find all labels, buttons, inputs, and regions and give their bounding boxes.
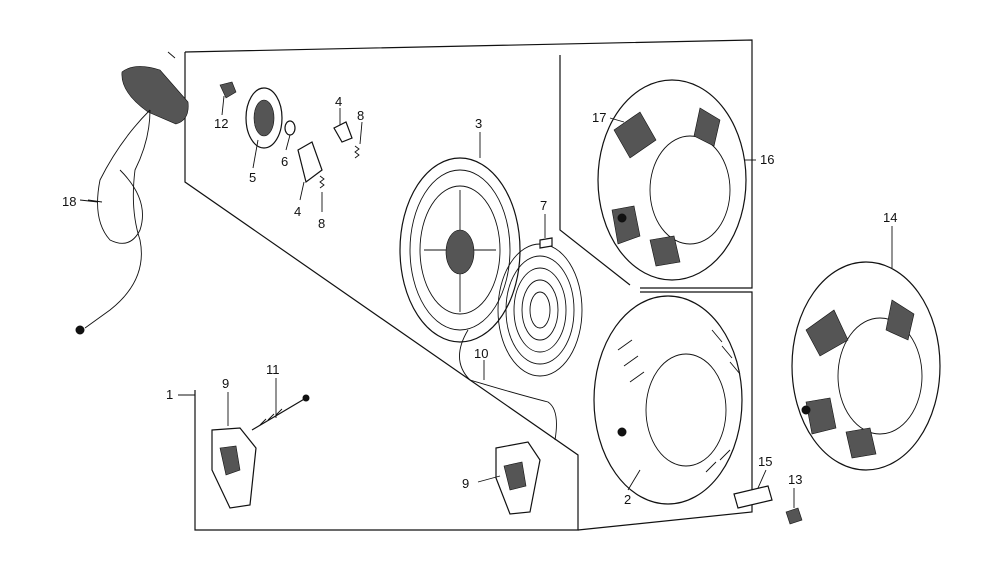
collar-part-15[interactable] <box>733 485 773 509</box>
label-part-1: 1 <box>166 387 173 402</box>
starter-grip-rope-part-18[interactable] <box>75 51 189 335</box>
label-part-11: 11 <box>266 362 280 377</box>
bolt-part-12[interactable] <box>219 81 237 99</box>
label-part-13: 13 <box>788 472 802 487</box>
part-number-labels: 12 5 6 4 8 4 8 3 7 10 1 9 11 9 17 16 2 1… <box>62 94 897 507</box>
rope-guide-part-9-right[interactable] <box>495 441 541 515</box>
washer-part-6[interactable] <box>284 120 296 136</box>
label-part-8-upper: 8 <box>357 108 364 123</box>
ratchet-part-4-upper[interactable] <box>333 121 353 143</box>
starter-case-part-2[interactable] <box>593 295 743 505</box>
recoil-spring-part-7[interactable] <box>497 237 583 377</box>
recoil-reel-part-3[interactable] <box>399 157 521 343</box>
spring-part-8-upper[interactable] <box>354 145 360 159</box>
label-part-7: 7 <box>540 198 547 213</box>
bolt-part-13[interactable] <box>785 507 803 525</box>
label-part-9-right: 9 <box>462 476 469 491</box>
starter-case-part-16[interactable] <box>597 79 747 281</box>
leader-lines <box>79 95 893 508</box>
spring-part-8-lower[interactable] <box>319 175 325 189</box>
label-part-18: 18 <box>62 194 76 209</box>
label-part-10: 10 <box>474 346 488 361</box>
label-part-15: 15 <box>758 454 772 469</box>
starter-case-part-14[interactable] <box>791 261 941 471</box>
friction-plate-part-5[interactable] <box>245 87 283 149</box>
pin-part-11[interactable] <box>251 394 310 431</box>
label-part-2: 2 <box>624 492 631 507</box>
label-part-4-upper: 4 <box>335 94 342 109</box>
label-part-3: 3 <box>475 116 482 131</box>
label-part-5: 5 <box>249 170 256 185</box>
label-part-14: 14 <box>883 210 897 225</box>
label-part-6: 6 <box>281 154 288 169</box>
label-part-9-left: 9 <box>222 376 229 391</box>
assembly-outline <box>178 39 753 531</box>
label-part-4-lower: 4 <box>294 204 301 219</box>
label-part-12: 12 <box>214 116 228 131</box>
label-part-17: 17 <box>592 110 606 125</box>
ratchet-part-4-lower[interactable] <box>297 141 323 184</box>
rope-guide-part-9-left[interactable] <box>211 427 257 509</box>
starter-rope-part-10[interactable] <box>459 329 557 441</box>
label-part-16: 16 <box>760 152 774 167</box>
label-part-8-lower: 8 <box>318 216 325 231</box>
